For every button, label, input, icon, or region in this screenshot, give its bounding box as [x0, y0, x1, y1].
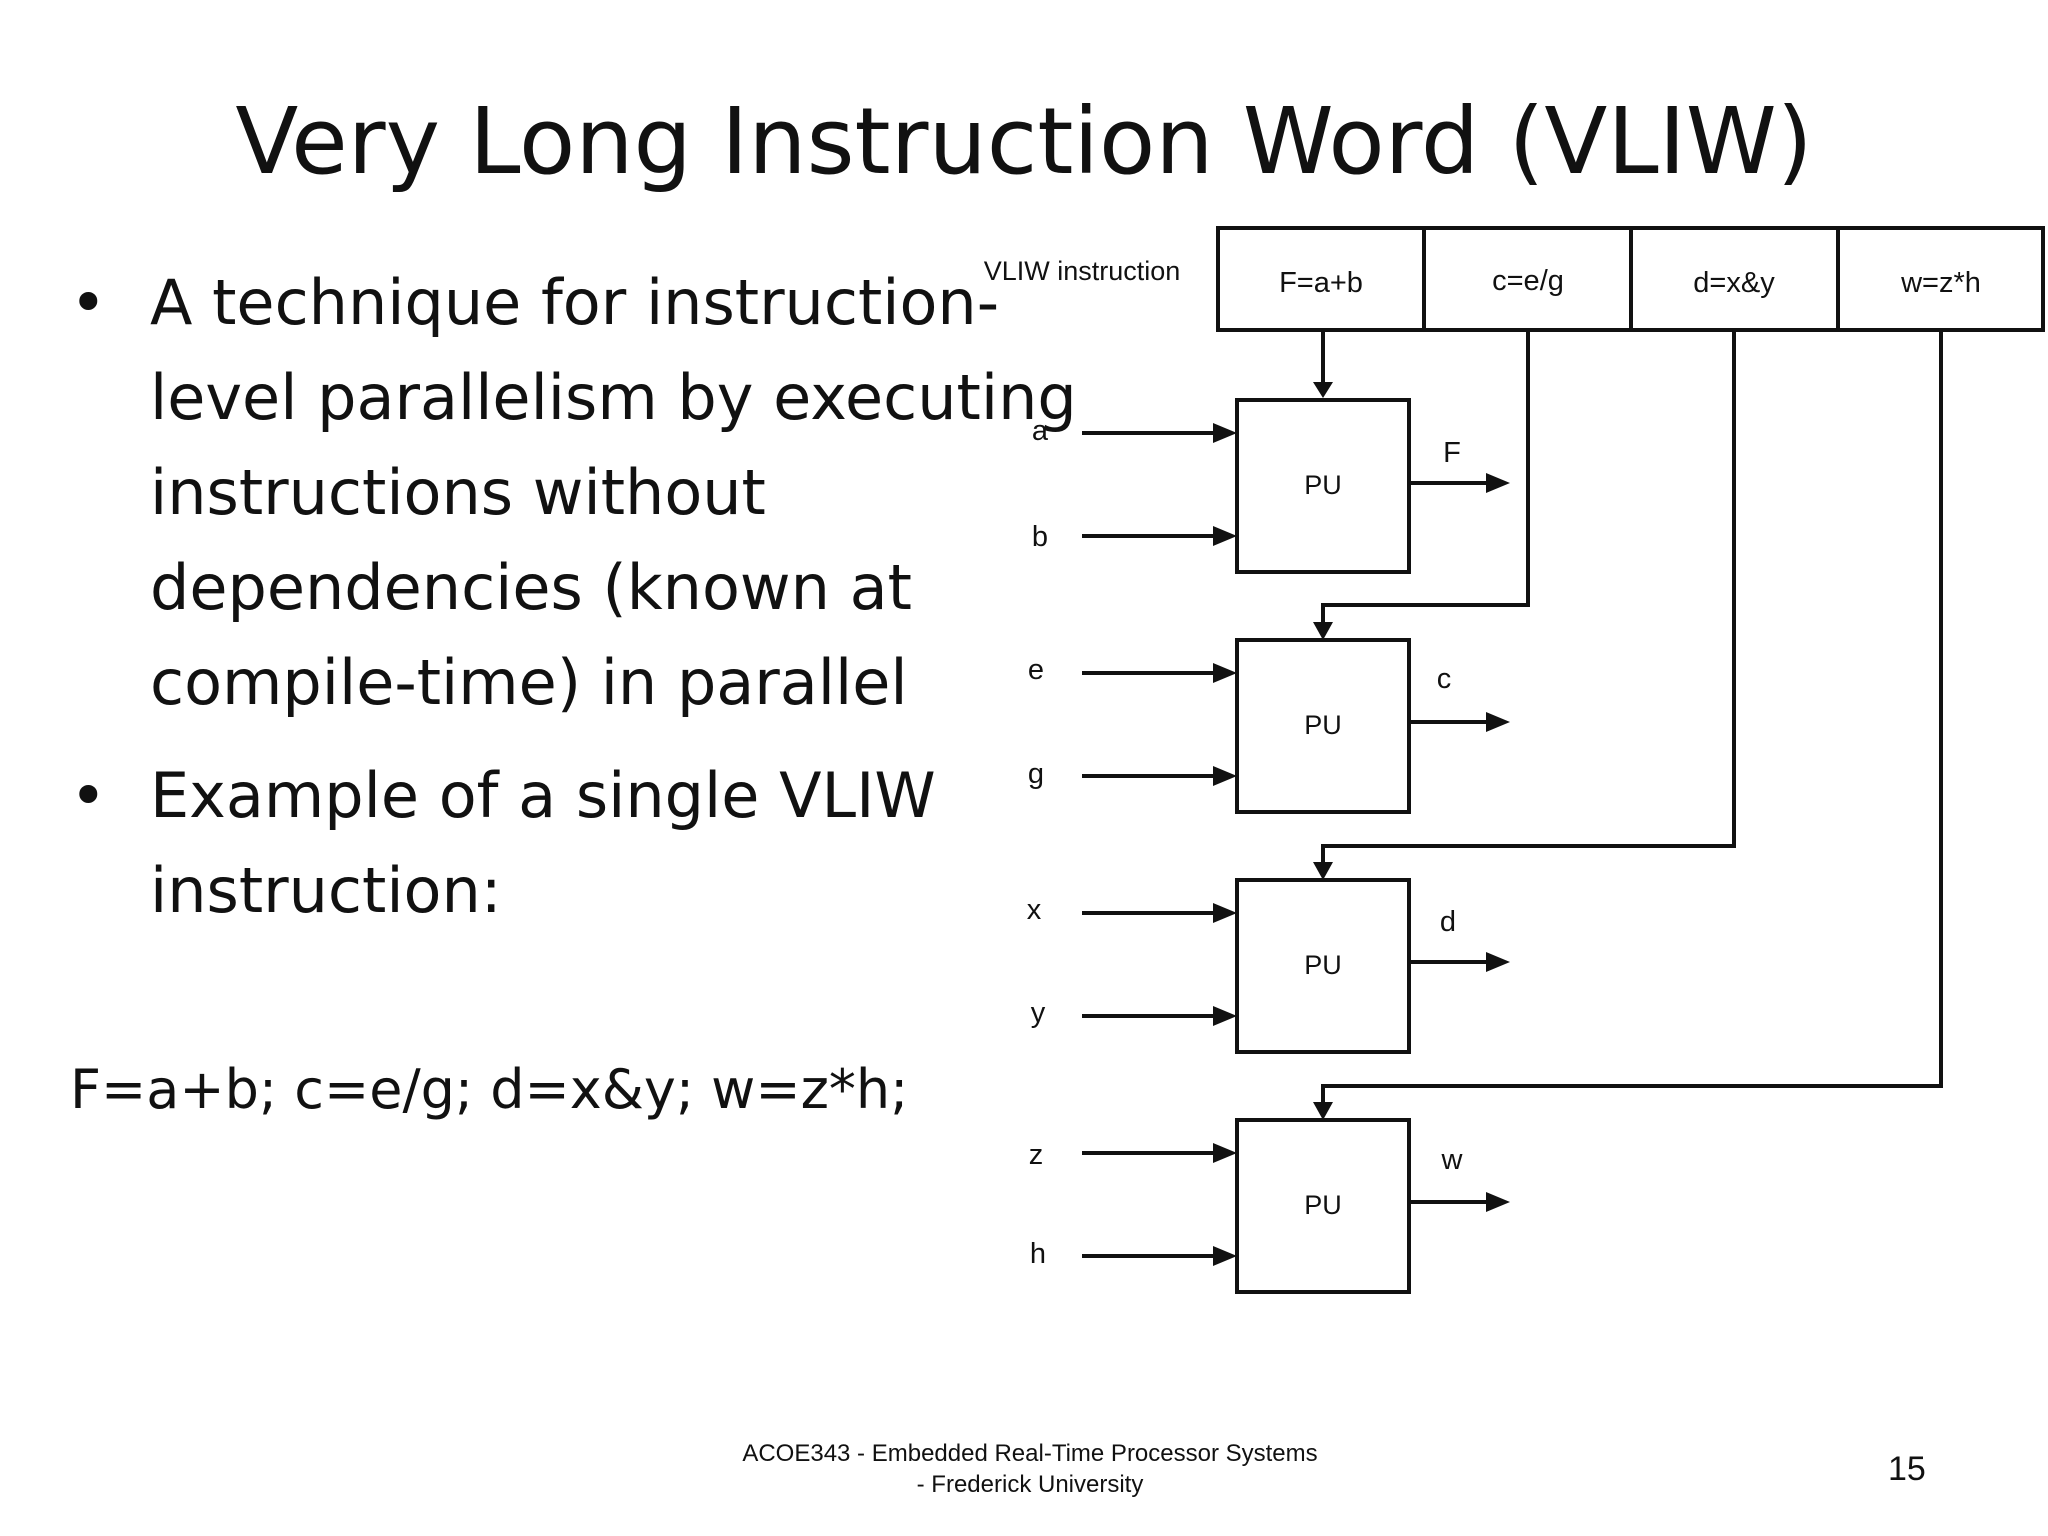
- slide-title: Very Long Instruction Word (VLIW): [235, 88, 1813, 195]
- right-arrow-icon: [1213, 526, 1237, 546]
- pu-input-label: h: [1030, 1238, 1046, 1270]
- pu-input-label: x: [1027, 894, 1042, 926]
- slot-route-line: [1321, 330, 1530, 622]
- down-arrow-icon: [1313, 862, 1333, 880]
- right-arrow-icon: [1213, 1246, 1237, 1266]
- footer-course: ACOE343 - Embedded Real-Time Processor S…: [742, 1440, 1318, 1467]
- pu-input-label: e: [1028, 654, 1044, 686]
- right-arrow-icon: [1486, 712, 1510, 732]
- pu-label: PU: [1304, 710, 1342, 740]
- slot-label: c=e/g: [1492, 265, 1564, 297]
- pu-box: [1235, 398, 1411, 574]
- slide-footer: ACOE343 - Embedded Real-Time Processor S…: [700, 1438, 1360, 1500]
- pu-label: PU: [1304, 470, 1342, 500]
- down-arrow-icon: [1313, 1102, 1333, 1120]
- slot-label: F=a+b: [1279, 267, 1363, 299]
- pu-box: [1235, 878, 1411, 1054]
- pu-input-label: b: [1032, 521, 1048, 553]
- pu-label: PU: [1304, 950, 1342, 980]
- vliw-instruction-label: VLIW instruction: [984, 256, 1181, 286]
- processing-unit-3: PU x y d: [1027, 878, 1510, 1054]
- pu-output-label: w: [1441, 1144, 1464, 1176]
- slot-label: w=z*h: [1900, 267, 1981, 299]
- right-arrow-icon: [1486, 952, 1510, 972]
- pu-output-label: F: [1443, 437, 1461, 469]
- bullet-dot-icon: •: [70, 266, 107, 339]
- bullet-text: Example of a single VLIW instruction:: [150, 759, 936, 927]
- right-arrow-icon: [1213, 423, 1237, 443]
- processing-unit-1: PU a b F: [1032, 398, 1510, 574]
- right-arrow-icon: [1486, 1192, 1510, 1212]
- pu-box: [1235, 1118, 1411, 1294]
- slot-label: d=x&y: [1693, 267, 1775, 299]
- pu-input-label: g: [1028, 758, 1044, 790]
- right-arrow-icon: [1213, 903, 1237, 923]
- example-instruction: F=a+b; c=e/g; d=x&y; w=z*h;: [70, 1058, 909, 1121]
- bullet-item: • A technique for instruction-level para…: [70, 255, 1080, 730]
- right-arrow-icon: [1213, 663, 1237, 683]
- pu-box: [1235, 638, 1411, 814]
- pu-output-label: d: [1440, 906, 1456, 938]
- down-arrow-icon: [1313, 382, 1333, 398]
- pu-input-label: z: [1029, 1139, 1044, 1171]
- processing-unit-4: PU z h w: [1029, 1118, 1510, 1294]
- pu-input-label: a: [1032, 415, 1049, 447]
- bullet-dot-icon: •: [70, 759, 107, 832]
- slot-route-line: [1321, 330, 1943, 1102]
- pu-output-label: c: [1437, 663, 1452, 695]
- down-arrow-icon: [1313, 622, 1333, 640]
- processing-unit-2: PU e g c: [1028, 638, 1510, 814]
- pu-label: PU: [1304, 1190, 1342, 1220]
- right-arrow-icon: [1213, 1143, 1237, 1163]
- right-arrow-icon: [1213, 1006, 1237, 1026]
- bullet-text: A technique for instruction-level parall…: [150, 266, 1077, 719]
- slot-route-line: [1321, 330, 1736, 862]
- right-arrow-icon: [1213, 766, 1237, 786]
- pu-input-label: y: [1031, 997, 1046, 1029]
- page-number: 15: [1888, 1450, 1926, 1488]
- right-arrow-icon: [1486, 473, 1510, 493]
- footer-university: - Frederick University: [916, 1471, 1144, 1498]
- bullet-list: • A technique for instruction-level para…: [70, 255, 1080, 956]
- bullet-item: • Example of a single VLIW instruction:: [70, 748, 1080, 938]
